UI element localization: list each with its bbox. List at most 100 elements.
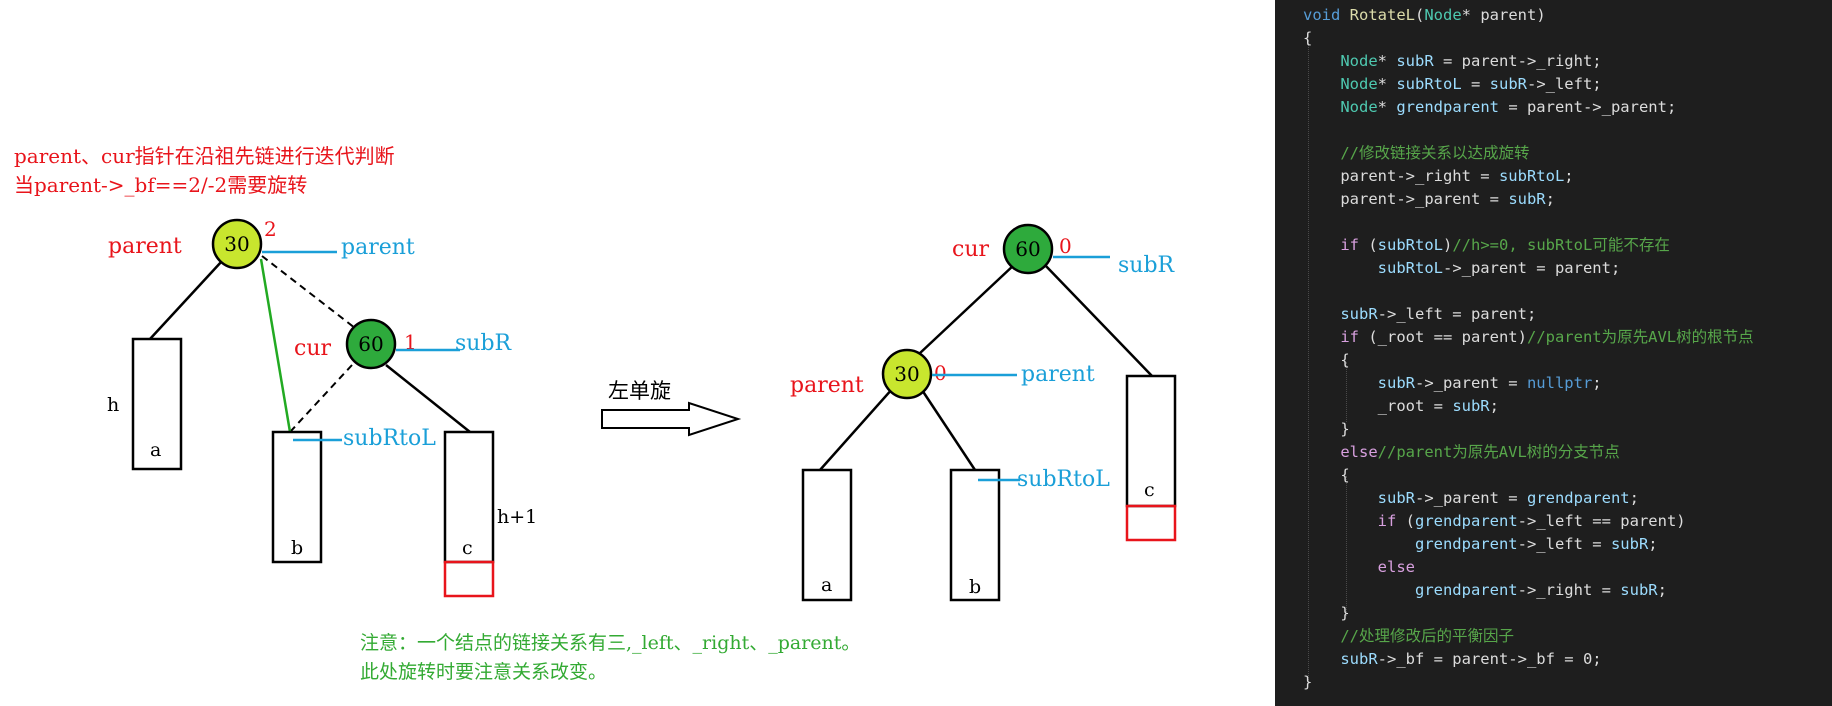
code-line: _root = subR; xyxy=(1303,395,1499,418)
code-token: //parent为原先AVL树的根节点 xyxy=(1526,328,1754,346)
code-token: ; xyxy=(1545,190,1555,208)
code-token: //处理修改后的平衡因子 xyxy=(1340,627,1514,645)
code-token: parent->_parent = xyxy=(1303,190,1509,208)
code-token: grendparent xyxy=(1396,98,1499,116)
indent-guide xyxy=(1346,362,1347,422)
code-token xyxy=(1303,443,1340,461)
subtree-c-height: h+1 xyxy=(497,506,537,528)
code-token: if xyxy=(1340,328,1359,346)
code-line: if (_root == parent)//parent为原先AVL树的根节点 xyxy=(1303,326,1754,349)
node-60-after-bf: 0 xyxy=(1059,234,1072,258)
code-token: ->_parent = parent; xyxy=(1442,259,1621,277)
code-line: subRtoL->_parent = parent; xyxy=(1303,257,1621,280)
pointer-subR-before: subR xyxy=(455,331,513,356)
code-token: grendparent xyxy=(1414,535,1518,553)
code-token: { xyxy=(1303,466,1350,484)
subtree-a xyxy=(131,337,183,471)
code-token: if xyxy=(1377,512,1397,530)
code-token: subRtoL xyxy=(1377,236,1443,254)
subtree-c-extra-level xyxy=(443,560,495,598)
pointer-subRtoL-before: subRtoL xyxy=(343,426,436,451)
code-token xyxy=(1303,98,1340,116)
code-token xyxy=(1303,236,1340,254)
code-token xyxy=(1303,259,1378,277)
code-line: else xyxy=(1303,556,1415,579)
tree-before-rotation: a h b c h+1 30 2 parent parent 60 1 cur … xyxy=(107,217,537,598)
rotation-arrow: 左单旋 xyxy=(601,379,742,437)
code-token xyxy=(1303,328,1340,346)
code-token: ) xyxy=(1443,236,1453,254)
node-60-after xyxy=(1002,223,1054,275)
subtree-b-after-label: b xyxy=(969,576,981,598)
subtree-a-label: a xyxy=(150,439,161,461)
edge-60-to-c xyxy=(385,364,471,433)
code-token: else xyxy=(1340,443,1378,461)
code-line: subR->_parent = nullptr; xyxy=(1303,372,1602,395)
code-token xyxy=(1303,558,1378,576)
code-token: ; xyxy=(1564,167,1574,185)
node-60-before xyxy=(345,318,397,370)
code-token: subR xyxy=(1340,650,1378,668)
code-token: ->_left; xyxy=(1526,75,1602,93)
code-editor-panel: void RotateL(Node* parent){ Node* subR =… xyxy=(1275,0,1832,706)
code-line: subR->_parent = grendparent; xyxy=(1303,487,1639,510)
code-token: ->_parent = xyxy=(1414,489,1527,507)
code-token: subR xyxy=(1377,374,1415,392)
code-token: void xyxy=(1303,6,1350,24)
pointer-subRtoL-after: subRtoL xyxy=(1017,467,1110,492)
avl-rotation-diagram: parent、cur指针在沿祖先链进行迭代判断 当parent->_bf==2/… xyxy=(14,144,1177,683)
code-token xyxy=(1303,650,1340,668)
code-token: subR xyxy=(1489,75,1527,93)
subtree-b xyxy=(271,430,323,564)
edge-30-to-a-after xyxy=(819,387,894,471)
subtree-c-after-label: c xyxy=(1144,479,1155,501)
code-token xyxy=(1303,305,1340,323)
code-token xyxy=(1303,627,1340,645)
code-line: { xyxy=(1303,27,1312,50)
code-token: subR xyxy=(1610,535,1649,553)
code-line: } xyxy=(1303,602,1350,625)
code-token: //parent为原先AVL树的分支节点 xyxy=(1377,443,1620,461)
code-token: Node xyxy=(1424,6,1462,24)
code-token xyxy=(1303,374,1378,392)
code-token xyxy=(1303,512,1378,530)
edge-60-to-c-after xyxy=(1043,263,1153,377)
subtree-a-height: h xyxy=(107,394,119,416)
subtree-c-label: c xyxy=(462,537,473,559)
code-token: ( xyxy=(1396,512,1415,530)
code-token: * xyxy=(1377,75,1397,93)
code-line: void RotateL(Node* parent) xyxy=(1303,4,1546,27)
code-line: Node* grendparent = parent->_parent; xyxy=(1303,96,1676,119)
pointer-subR-after: subR xyxy=(1118,253,1176,278)
subtree-b-label: b xyxy=(291,537,303,559)
note-top-line-2: 当parent->_bf==2/-2需要旋转 xyxy=(14,173,307,197)
node-30-before xyxy=(211,218,263,270)
code-token: parent->_right = xyxy=(1303,167,1499,185)
node-30-after xyxy=(881,348,933,400)
code-token: ->_left = xyxy=(1517,535,1611,553)
code-token: else xyxy=(1377,558,1415,576)
arrow-label: 左单旋 xyxy=(608,379,671,403)
node-60-before-key: 60 xyxy=(358,332,383,356)
code-token: subR xyxy=(1620,581,1658,599)
code-token: } xyxy=(1303,420,1350,438)
code-token: Node xyxy=(1340,75,1378,93)
code-token: ; xyxy=(1629,489,1639,507)
code-line: if (grendparent->_left == parent) xyxy=(1303,510,1686,533)
subtree-c-after xyxy=(1125,374,1177,508)
code-token: } xyxy=(1303,604,1350,622)
tree-after-rotation: a b subRtoL c 60 0 cur subR 30 0 parent … xyxy=(790,223,1177,602)
code-token: subRtoL xyxy=(1396,75,1462,93)
code-token xyxy=(1303,535,1415,553)
node-30-before-key: 30 xyxy=(224,232,249,256)
code-line: parent->_parent = subR; xyxy=(1303,188,1555,211)
code-token: ; xyxy=(1592,374,1602,392)
code-token: ->_parent = xyxy=(1414,374,1527,392)
code-line: } xyxy=(1303,671,1312,694)
code-line: { xyxy=(1303,464,1350,487)
node-30-after-label: parent xyxy=(790,373,864,398)
code-token: ->_right = xyxy=(1517,581,1621,599)
code-token: ( xyxy=(1415,6,1425,24)
code-token xyxy=(1303,489,1378,507)
node-30-before-bf: 2 xyxy=(264,217,277,241)
